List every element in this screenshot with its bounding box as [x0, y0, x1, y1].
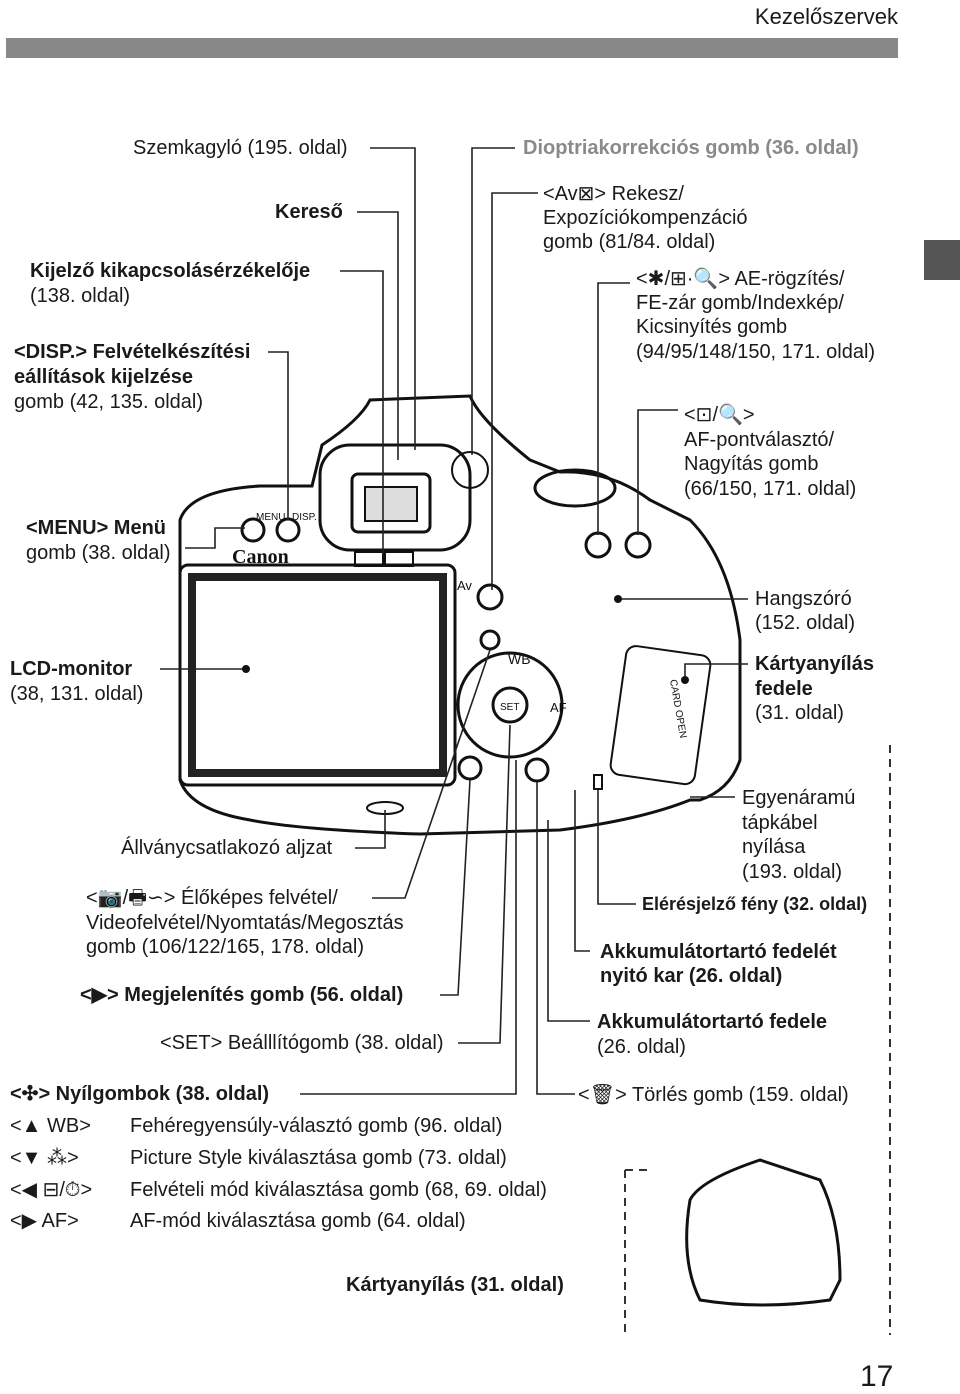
label-dc-2: tápkábel [742, 812, 818, 834]
page-number: 17 [860, 1360, 894, 1393]
label-av-3: gomb (81/84. oldal) [543, 231, 716, 253]
label-set: <SET> Beálllítógomb (38. oldal) [160, 1032, 444, 1054]
set-text: SET [500, 702, 519, 713]
label-ae-1: <✱/⊞·🔍> AE-rögzítés/ [636, 268, 845, 290]
card-slot-cover [609, 645, 712, 786]
lcd-frame [178, 563, 457, 787]
label-ae-3: Kicsinyítés gomb [636, 316, 788, 338]
label-sensor-page: (138. oldal) [30, 285, 131, 307]
chapter-tab [924, 240, 960, 280]
label-liveview-3: gomb (106/122/165, 178. oldal) [86, 936, 364, 958]
key-af-mode: <▶ AF> [10, 1210, 79, 1232]
label-speaker-1: Hangszóró [755, 588, 852, 610]
main-dial [533, 468, 617, 508]
label-battery-cover-2: (26. oldal) [597, 1036, 686, 1058]
label-disp-2: eállítások kijelzése [14, 366, 194, 388]
label-eyecup: Szemkagyló (195. oldal) [133, 137, 348, 159]
label-menu-1: <MENU> Menü [26, 517, 167, 539]
label-cardcover-1: Kártyanyílás [755, 653, 874, 675]
desc-wb: Fehéregyensúly-választó gomb (96. oldal) [130, 1115, 503, 1137]
header-bar [6, 38, 898, 58]
label-av-2: Expozíciókompenzáció [543, 207, 748, 229]
desc-picture-style: Picture Style kiválasztása gomb (73. old… [130, 1147, 507, 1169]
label-playback: <▶> Megjelenítés gomb (56. oldal) [80, 984, 404, 1006]
label-af-4: (66/150, 171. oldal) [684, 478, 857, 500]
label-disp-1: <DISP.> Felvételkészítési [14, 341, 251, 363]
label-liveview-1: <📷/🖶∽> Élőképes felvétel/ [86, 887, 338, 909]
av-text: Av [457, 578, 472, 593]
menu-button-graphic [240, 517, 266, 543]
key-wb: <▲ WB> [10, 1115, 91, 1137]
desc-af-mode: AF-mód kiválasztása gomb (64. oldal) [130, 1210, 466, 1232]
label-menu-2: gomb (38. oldal) [26, 542, 171, 564]
label-dc-1: Egyenáramú [742, 787, 856, 809]
label-cardcover-3: (31. oldal) [755, 702, 844, 724]
set-button-graphic [491, 686, 529, 724]
label-battery-cover-1: Akkumulátortartó fedele [597, 1011, 828, 1033]
label-access-lamp: Elérésjelző fény (32. oldal) [642, 894, 868, 914]
label-ae-2: FE-zár gomb/Indexkép/ [636, 292, 844, 314]
label-tripod: Állványcsatlakozó aljzat [121, 837, 333, 859]
label-card-slot: Kártyanyílás (31. oldal) [346, 1274, 564, 1296]
label-liveview-2: Videofelvétel/Nyomtatás/Megosztás [86, 912, 404, 934]
label-af-2: AF-pontválasztó/ [684, 429, 835, 451]
label-erase: <🗑> Törlés gomb (159. oldal) [578, 1084, 849, 1106]
label-cardcover-2: fedele [755, 678, 813, 700]
eyecup [318, 443, 472, 552]
label-disp-3: gomb (42, 135. oldal) [14, 391, 204, 413]
brand-logo: Canon [232, 546, 289, 568]
disp-text: DISP. [292, 512, 317, 523]
section-title: Kezelőszervek [754, 4, 898, 29]
label-sensor-title: Kijelző kikapcsolásérzékelője [30, 260, 311, 282]
label-dioptric: Dioptriakorrekciós gomb (36. oldal) [523, 137, 859, 159]
af-text: AF [550, 700, 567, 715]
label-battery-lever-2: nyitó kar (26. oldal) [600, 965, 783, 987]
label-af-3: Nagyítás gomb [684, 453, 819, 475]
card-slot-detail [685, 1158, 842, 1307]
label-cross-keys: <✣> Nyílgombok (38. oldal) [10, 1083, 270, 1105]
cross-keys [456, 651, 564, 759]
label-viewfinder: Kereső [275, 201, 343, 223]
key-picture-style: <▼ ⁂> [10, 1147, 79, 1169]
label-dc-4: (193. oldal) [742, 861, 843, 883]
card-open-text: CARD OPEN [667, 679, 688, 739]
label-lcd-2: (38, 131. oldal) [10, 683, 144, 705]
label-af-1: <⊡/🔍> [684, 404, 755, 426]
key-drive: <◀ ⊟/⏱> [10, 1179, 93, 1201]
viewfinder [350, 472, 432, 534]
label-dc-3: nyílása [742, 836, 806, 858]
label-lcd-1: LCD-monitor [10, 658, 133, 680]
lcd-screen [188, 573, 447, 777]
desc-drive: Felvételi mód kiválasztása gomb (68, 69.… [130, 1179, 547, 1201]
label-ae-4: (94/95/148/150, 171. oldal) [636, 341, 876, 363]
label-av-1: <Av⊠> Rekesz/ [543, 183, 684, 205]
wb-text: WB [508, 651, 531, 667]
label-battery-lever-1: Akkumulátortartó fedelét [600, 941, 837, 963]
camera-body [178, 394, 742, 836]
menu-text: MENU [256, 512, 285, 523]
label-speaker-2: (152. oldal) [755, 612, 856, 634]
